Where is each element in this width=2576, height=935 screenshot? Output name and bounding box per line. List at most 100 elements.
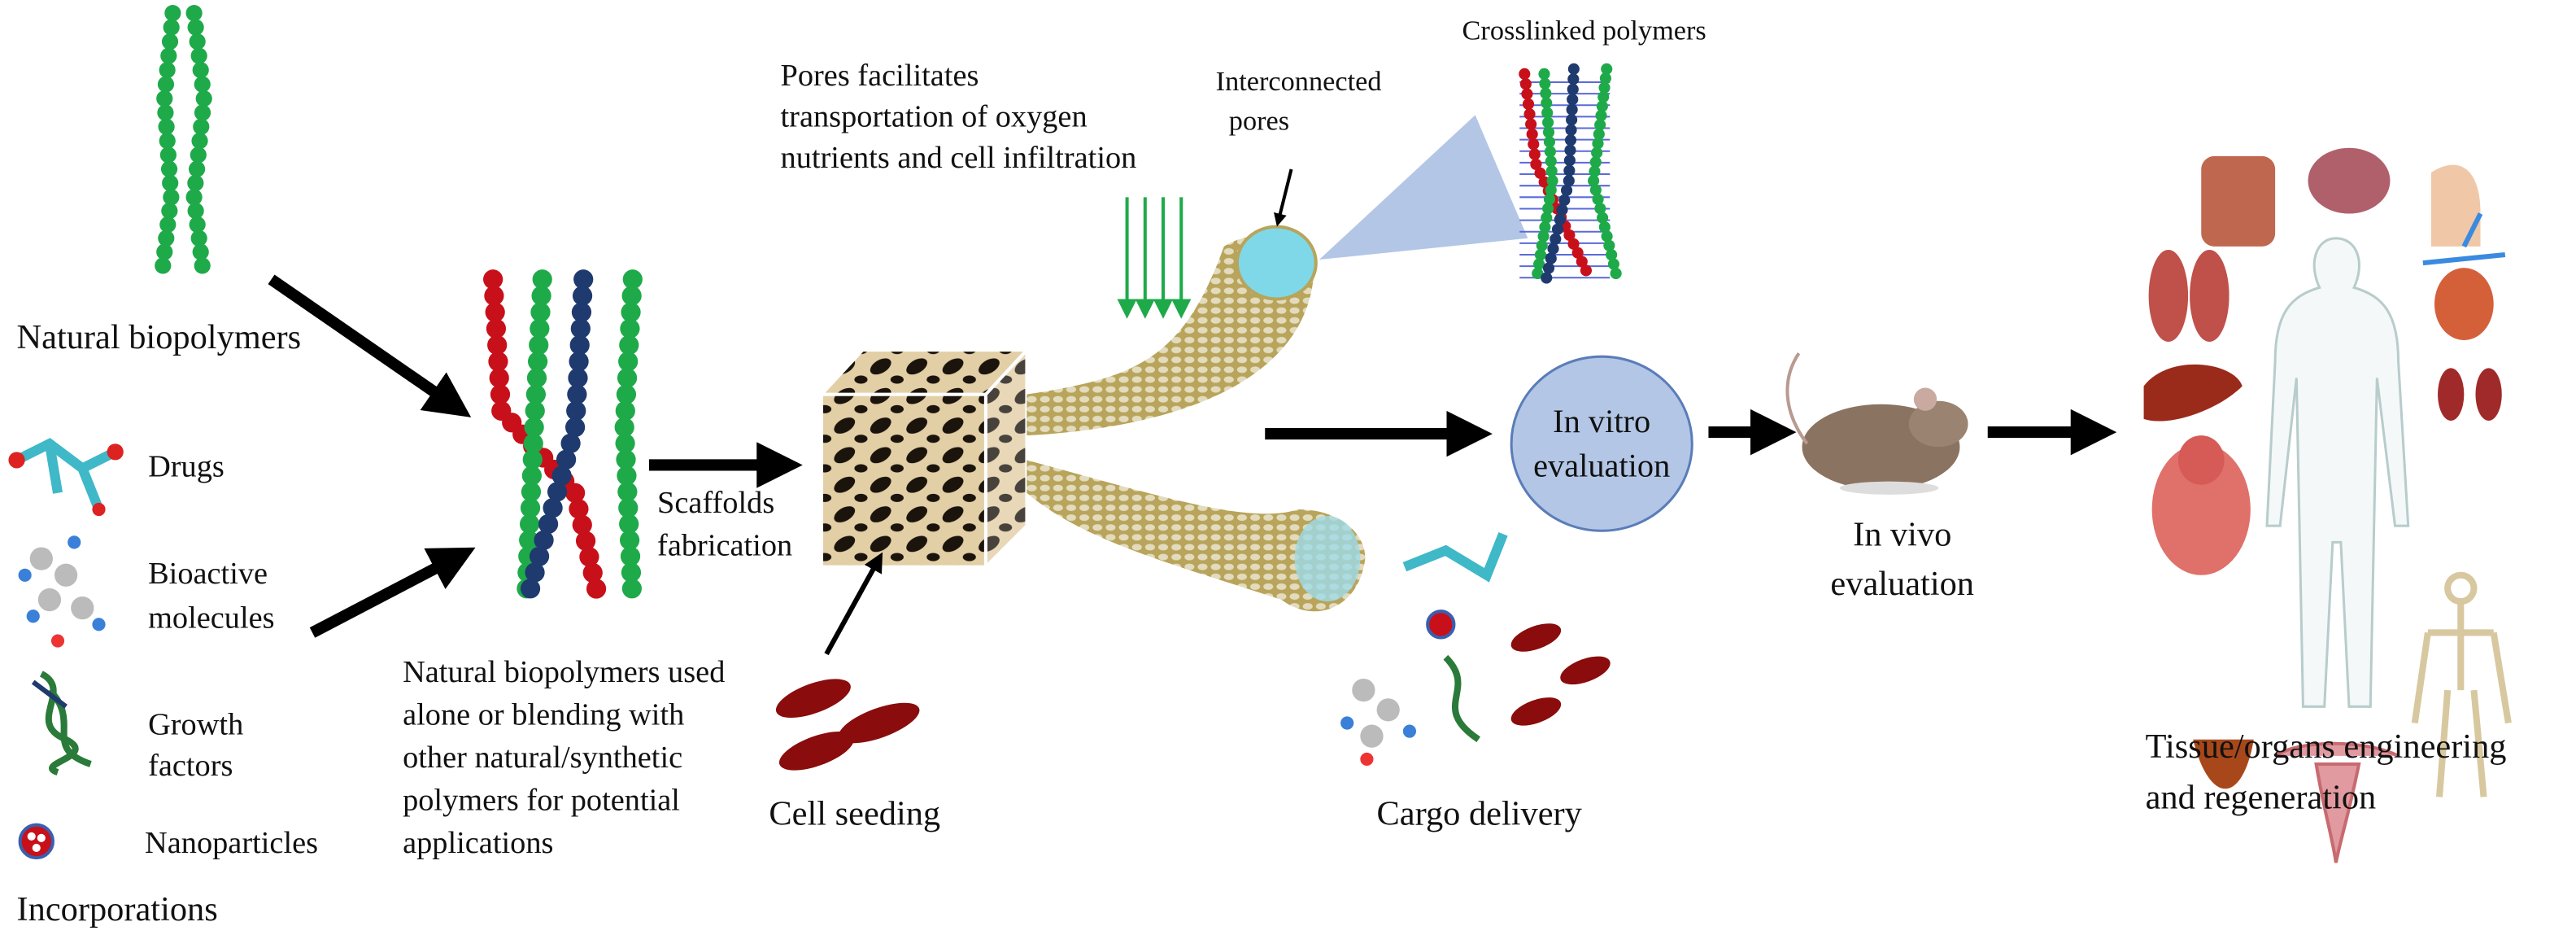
polymer-bead xyxy=(159,146,177,164)
polymer-bead xyxy=(1523,108,1536,120)
polymer-bead xyxy=(1576,256,1588,268)
polymer-bead xyxy=(1533,258,1545,270)
polymer-bead xyxy=(566,400,586,421)
polymer-bead xyxy=(161,203,178,220)
polymer-bead xyxy=(188,160,206,177)
green-flow-arrows-icon xyxy=(1117,197,1192,319)
polymer-bead xyxy=(567,384,587,404)
polymer-bead xyxy=(1541,212,1553,224)
polymer-bead xyxy=(1542,262,1555,274)
arrow-icon xyxy=(1273,168,1293,227)
polymer-bead xyxy=(163,19,180,36)
polymer-bead xyxy=(1567,238,1580,250)
polymer-bead xyxy=(616,449,636,470)
polymer-bead xyxy=(1594,119,1606,131)
polymer-bead xyxy=(193,118,210,135)
polymer-bead xyxy=(187,203,204,220)
kidneys-icon xyxy=(2438,368,2502,421)
polymer-bead xyxy=(620,318,640,339)
polymer-bead xyxy=(483,269,503,290)
polymer-bead xyxy=(160,47,177,64)
polymer-bead xyxy=(1597,212,1609,224)
polymer-bead xyxy=(1567,73,1580,85)
polymer-bead xyxy=(538,513,559,535)
polymer-bead xyxy=(187,174,204,192)
polymer-bead xyxy=(619,513,639,535)
polymer-bead xyxy=(526,368,547,388)
polymer-bead xyxy=(156,243,173,260)
seeded-cells-icon xyxy=(775,679,920,771)
liver-icon xyxy=(2143,364,2243,422)
polymer-bead xyxy=(1596,100,1608,112)
skin-icon xyxy=(2430,164,2481,247)
cargo-delivery-label: Cargo delivery xyxy=(1377,795,1583,833)
drug-molecule-icon xyxy=(8,438,124,517)
polymer-bead xyxy=(1603,239,1615,251)
polymer-bead xyxy=(1589,165,1601,177)
polymer-bead xyxy=(522,449,543,470)
polymer-bead xyxy=(190,47,207,64)
polymer-bead xyxy=(1592,138,1604,150)
polymer-bead xyxy=(1607,258,1619,270)
polymer-bead xyxy=(560,433,581,453)
polymer-bead xyxy=(1545,165,1558,177)
polymer-bead xyxy=(521,482,542,502)
polymer-bead xyxy=(1528,138,1540,151)
polymer-bead xyxy=(1556,203,1568,216)
polymer-bead xyxy=(523,433,543,453)
polymer-bead xyxy=(1593,128,1605,140)
polymer-bead xyxy=(621,579,642,599)
polymer-bead xyxy=(1589,184,1602,196)
polymer-bead xyxy=(521,465,542,486)
polymer-bead xyxy=(1567,83,1579,95)
polymer-bead xyxy=(1542,116,1554,129)
polymer-bead xyxy=(1554,213,1566,225)
polymer-bead xyxy=(519,530,539,550)
polymer-bead xyxy=(582,562,603,583)
polymer-bead xyxy=(618,498,639,518)
polymer-bead xyxy=(529,546,550,566)
polymer-bead xyxy=(487,334,508,356)
polymer-bead xyxy=(156,90,173,107)
zoom-callout-triangle xyxy=(1319,115,1528,260)
polymer-bead xyxy=(1563,175,1575,187)
uterus-icon xyxy=(2274,741,2399,863)
polymer-bead xyxy=(1538,68,1550,80)
skeleton-icon xyxy=(2411,571,2512,797)
polymer-bead xyxy=(1539,77,1551,90)
polymer-bead xyxy=(530,318,550,339)
polymer-bead xyxy=(1563,155,1576,167)
polymer-bead xyxy=(1560,184,1573,197)
polymer-bead xyxy=(185,5,203,22)
polymer-bead xyxy=(617,482,638,502)
drugs-label: Drugs xyxy=(148,450,224,484)
polymer-bead xyxy=(617,368,638,388)
polymer-bead xyxy=(1537,230,1550,242)
polymer-bead xyxy=(1564,144,1576,156)
polymer-bead xyxy=(1565,124,1577,136)
polymer-bead xyxy=(1591,146,1603,159)
polymer-bead xyxy=(520,498,541,518)
blended-polymers-icon xyxy=(483,269,643,599)
natural-biopolymer-chains-icon xyxy=(155,5,212,274)
polymer-bead xyxy=(1594,203,1606,215)
polymer-bead xyxy=(622,269,643,290)
polymer-bead xyxy=(621,302,641,322)
polymer-bead xyxy=(191,132,208,150)
polymer-bead xyxy=(1567,63,1580,75)
polymer-bead xyxy=(570,318,591,339)
polymer-bead xyxy=(190,229,207,247)
polymer-bead xyxy=(1545,184,1557,196)
polymer-bead xyxy=(161,33,179,50)
lungs-icon xyxy=(2148,249,2229,343)
porous-scaffold-tube-upper xyxy=(1026,235,1314,436)
polymer-bead xyxy=(619,530,640,550)
molecules-label: molecules xyxy=(148,601,275,635)
intestines-icon xyxy=(2151,435,2251,575)
polymer-bead xyxy=(530,302,551,322)
polymer-bead xyxy=(1547,242,1559,255)
